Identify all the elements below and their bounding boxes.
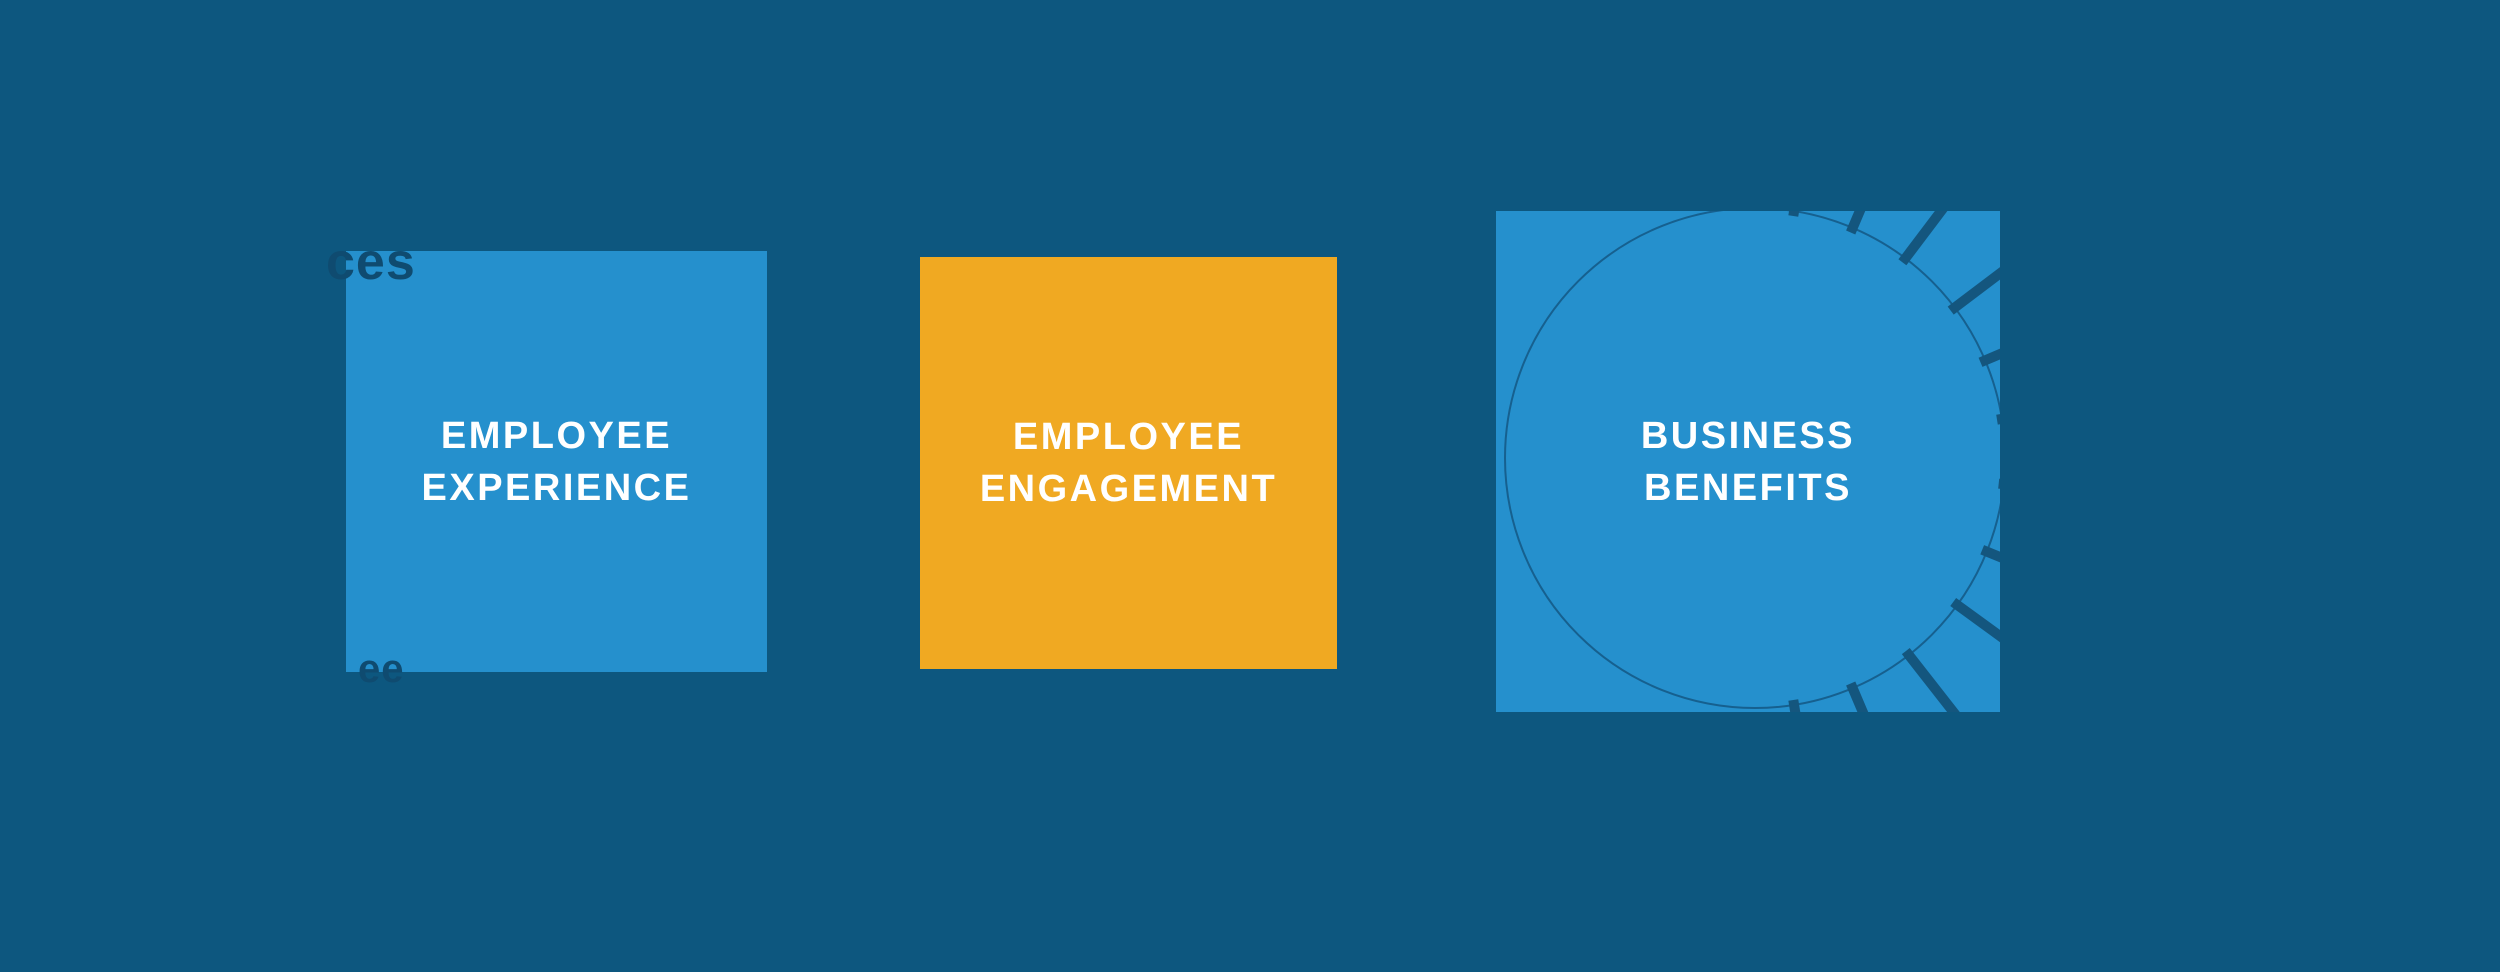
sunburst-clock-decoration bbox=[1504, 211, 2000, 712]
tick-rays-decoration bbox=[1788, 211, 2000, 712]
card-title: BUSINESS BENEFITS bbox=[1641, 410, 1855, 514]
card-title: EMPLOYEE EXPERIENCE bbox=[422, 410, 692, 514]
circle-outline-decoration bbox=[1504, 211, 2000, 709]
card-title-line-2: BENEFITS bbox=[1644, 466, 1852, 509]
card-title-line-1: EMPLOYEE bbox=[1012, 416, 1245, 458]
card-title-line-2: ENGAGEMENT bbox=[979, 468, 1278, 510]
card-title: EMPLOYEE ENGAGEMENT bbox=[980, 411, 1277, 515]
card-business-benefits: BUSINESS BENEFITS bbox=[1496, 211, 2000, 712]
card-employee-experience: EMPLOYEE EXPERIENCE bbox=[346, 251, 767, 672]
card-title-line-1: BUSINESS bbox=[1640, 414, 1856, 457]
card-title-line-1: EMPLOYEE bbox=[440, 414, 673, 457]
card-employee-engagement: EMPLOYEE ENGAGEMENT bbox=[920, 257, 1337, 669]
card-title-line-2: EXPERIENCE bbox=[421, 466, 692, 509]
